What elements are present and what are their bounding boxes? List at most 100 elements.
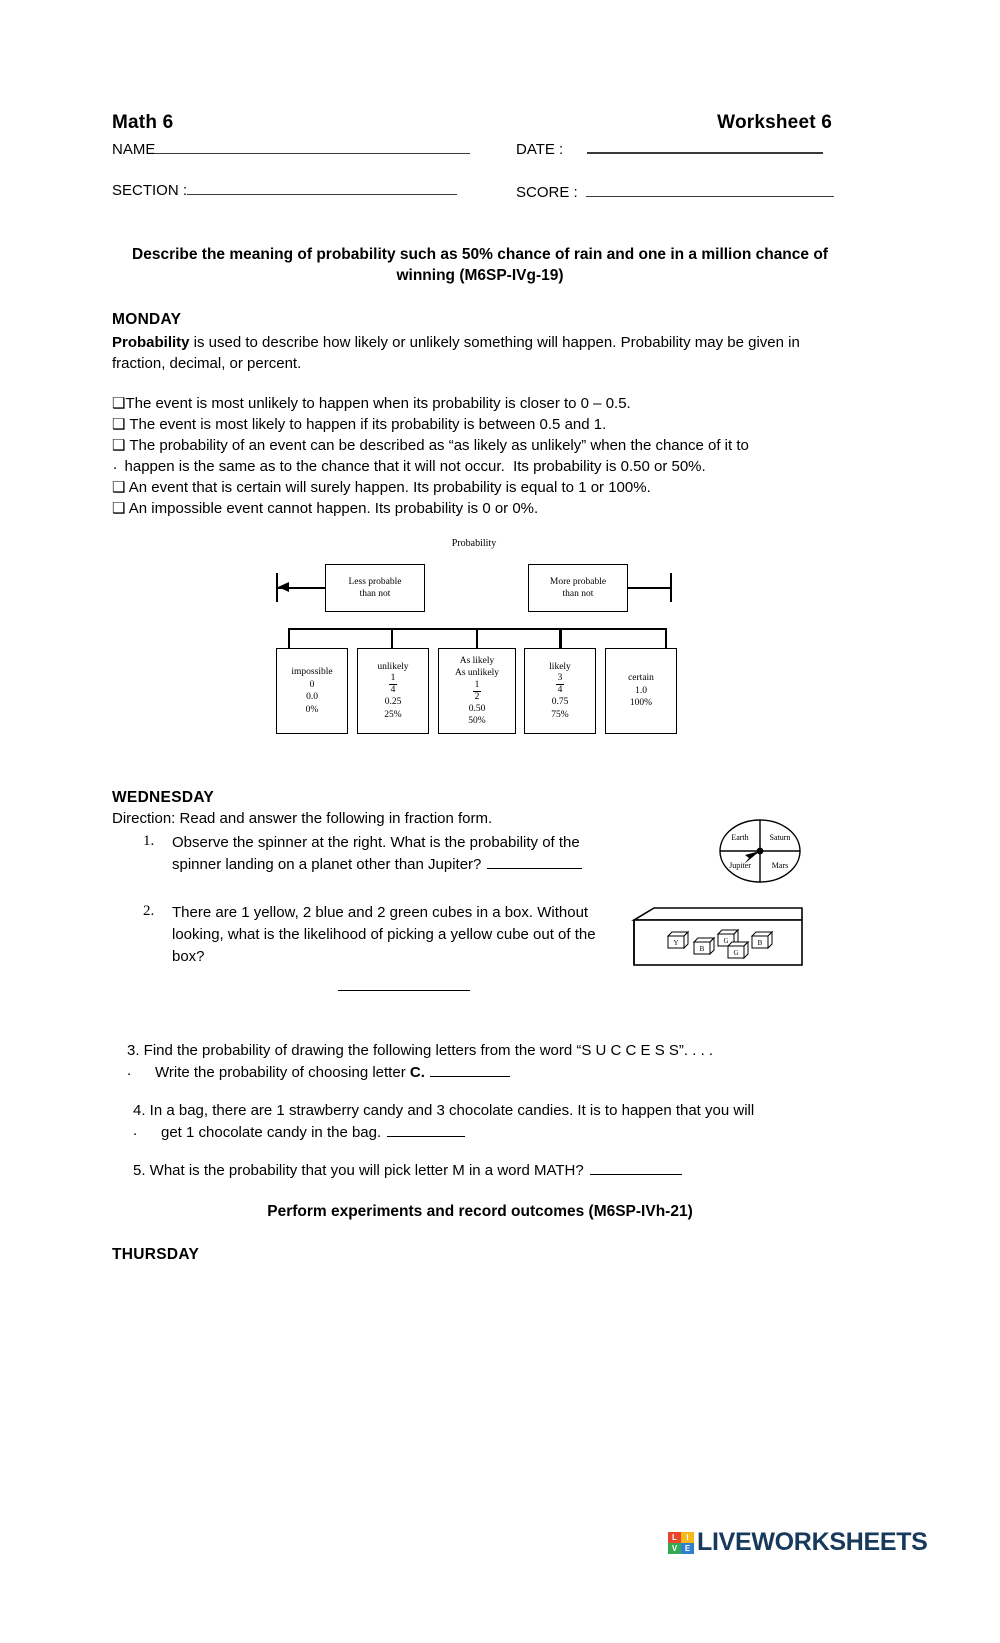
leaf-percent: 25% [384, 709, 402, 720]
svg-text:Y: Y [673, 939, 678, 947]
worksheet-header: Math 6 Worksheet 6 [112, 112, 832, 134]
cube-blue-1: B [692, 936, 716, 956]
diagram-connector-tick [288, 628, 290, 648]
score-input[interactable] [585, 183, 834, 197]
liveworksheets-logo-mark: L I V E [668, 1531, 694, 1554]
bullet-item: ❑The event is most unlikely to happen wh… [112, 395, 631, 412]
logo-cell-e: E [681, 1542, 694, 1554]
probability-term: Probability [112, 334, 190, 351]
leaf-percent: 50% [468, 716, 486, 726]
leaf-label: certain [628, 673, 654, 684]
probability-bullet-list: ❑The event is most unlikely to happen wh… [112, 393, 852, 519]
leaf-fraction-numerator: 1 [388, 673, 398, 686]
day-heading-monday: MONDAY [112, 311, 182, 328]
cube-green-2: G [726, 940, 750, 960]
diagram-box-less-probable: Less probable than not [325, 564, 425, 612]
question-5-answer-blank[interactable] [589, 1161, 682, 1175]
question-2-answer-blank[interactable] [338, 990, 470, 991]
competency-heading-2: Perform experiments and record outcomes … [267, 1203, 693, 1220]
question-4-answer-blank[interactable] [387, 1123, 466, 1137]
question-1-answer-blank[interactable] [487, 855, 583, 869]
date-label: DATE : [516, 141, 564, 158]
cube-blue-2: B [750, 930, 774, 950]
diagram-box-less-probable-label: Less probable than not [348, 577, 402, 599]
question-1-text: Observe the spinner at the right. What i… [172, 834, 580, 873]
question-3-line-2-text: Write the probability of choosing letter [155, 1064, 410, 1081]
question-3-answer-blank[interactable] [429, 1063, 510, 1077]
name-field-row: NAME [112, 140, 471, 158]
date-input[interactable] [587, 139, 824, 154]
section-input[interactable] [187, 181, 458, 195]
question-4-line-2: get 1 chocolate candy in the bag. [161, 1122, 849, 1144]
leaf-fraction-denominator: 4 [390, 685, 396, 696]
probability-scale-diagram: Probability Less probable than not More … [268, 538, 680, 753]
leaf-whole: 0 [309, 679, 315, 690]
stray-period-q4: . [133, 1122, 138, 1139]
svg-text:G: G [733, 949, 738, 957]
cube-box-illustration: Y B G G [606, 902, 812, 972]
wednesday-direction: Direction: Read and answer the following… [112, 810, 493, 827]
spinner-needle-icon [744, 847, 764, 864]
spinner-label-jupiter: Jupiter [729, 861, 751, 870]
diagram-box-more-probable-label: More probable than not [549, 577, 607, 599]
question-2: There are 1 yellow, 2 blue and 2 green c… [172, 902, 602, 968]
question-4: 4. In a bag, there are 1 strawberry cand… [133, 1100, 849, 1144]
question-2-number: 2. [143, 903, 155, 919]
diagram-title: Probability [451, 538, 497, 549]
diagram-leaf-certain: certain 1.0 100% [605, 648, 677, 734]
diagram-connector-tick [391, 628, 393, 648]
leaf-decimal: 0.75 [551, 697, 569, 708]
left-arrow-endcap [276, 573, 278, 602]
liveworksheets-logo-text: LIVEWORKSHEETS [697, 1528, 928, 1556]
probability-definition-text: is used to describe how likely or unlike… [112, 334, 800, 372]
stray-period-q3: . [127, 1062, 132, 1079]
leaf-fraction-numerator: 1 [472, 679, 482, 692]
name-label: NAME [112, 141, 156, 158]
leaf-fraction-numerator: 3 [555, 673, 565, 686]
leaf-fraction: 1 2 [472, 679, 482, 703]
name-input[interactable] [155, 140, 471, 154]
spinner-illustration: Earth Saturn Jupiter Mars [718, 818, 802, 884]
logo-cell-i: I [681, 1531, 694, 1543]
leaf-percent: 75% [551, 709, 569, 720]
diagram-leaf-impossible: impossible 0 0.0 0% [276, 648, 348, 734]
cube-yellow: Y [666, 930, 690, 950]
leaf-fraction-denominator: 4 [557, 685, 563, 696]
leaf-decimal: 0.25 [384, 697, 402, 708]
logo-cell-l: L [668, 1531, 681, 1543]
score-label: SCORE : [516, 184, 578, 201]
question-4-line-1: 4. In a bag, there are 1 strawberry cand… [133, 1102, 755, 1119]
leaf-fraction-denominator: 2 [474, 691, 480, 702]
logo-cell-v: V [668, 1542, 681, 1554]
stray-period-bullets: . [113, 456, 118, 473]
liveworksheets-logo[interactable]: L I V E LIVEWORKSHEETS [668, 1528, 928, 1557]
question-5-text: 5. What is the probability that you will… [133, 1162, 584, 1179]
bullet-item: ❑ An impossible event cannot happen. Its… [112, 500, 539, 517]
leaf-fraction: 3 4 [555, 673, 565, 696]
question-3-letter: C. [409, 1064, 425, 1081]
bullet-item: ❑ The probability of an event can be des… [112, 437, 749, 454]
section-label: SECTION : [112, 182, 188, 199]
day-heading-thursday: THURSDAY [112, 1246, 200, 1263]
diagram-leaf-likely: likely 3 4 0.75 75% [524, 648, 596, 734]
question-1: Observe the spinner at the right. What i… [172, 832, 602, 876]
leaf-percent: 0% [305, 704, 319, 715]
score-field-row: SCORE : [516, 183, 834, 201]
competency-heading-1: Describe the meaning of probability such… [132, 246, 828, 284]
svg-text:G: G [723, 937, 728, 945]
worksheet-number-title: Worksheet 6 [717, 112, 832, 133]
leaf-label: unlikely [377, 661, 409, 672]
right-arrow-stem [628, 587, 672, 589]
right-arrow-endcap [670, 573, 672, 602]
leaf-label: impossible [291, 667, 333, 677]
leaf-label: likely [549, 661, 571, 672]
question-1-number: 1. [143, 833, 155, 849]
diagram-connector-tick [476, 628, 478, 648]
question-3: 3. Find the probability of drawing the f… [127, 1040, 849, 1084]
day-heading-wednesday: WEDNESDAY [112, 789, 215, 806]
question-5: 5. What is the probability that you will… [133, 1160, 849, 1182]
leaf-whole: 1.0 [635, 685, 647, 696]
bullet-item: ❑ An event that is certain will surely h… [112, 479, 651, 496]
section-field-row: SECTION : [112, 181, 458, 199]
